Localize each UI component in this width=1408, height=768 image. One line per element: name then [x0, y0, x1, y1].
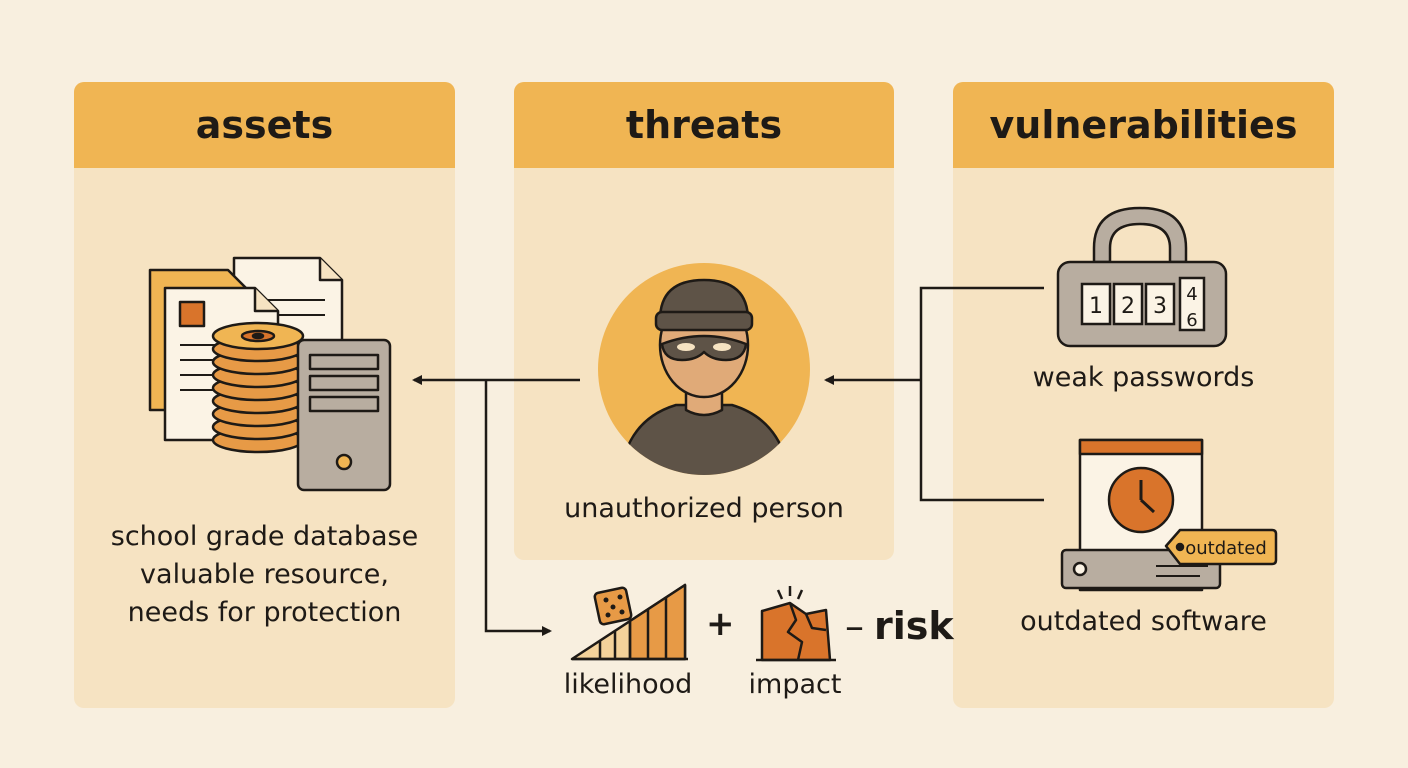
unauthorized-person-icon	[598, 263, 810, 475]
outdated-software-icon	[1060, 438, 1278, 592]
outdated-tag-label: outdated	[1185, 538, 1267, 559]
assets-panel: assets	[74, 82, 455, 708]
lock-digit-1: 1	[1089, 294, 1103, 319]
threats-header: threats	[514, 82, 894, 168]
risk-label: risk	[874, 604, 954, 648]
assets-description-line-1: school grade database	[110, 521, 419, 552]
equals-sign: –	[845, 604, 864, 648]
lock-digit-5: 6	[1186, 310, 1197, 331]
vulnerabilities-header: vulnerabilities	[953, 82, 1334, 168]
assets-description: school grade database valuable resource,…	[94, 518, 435, 632]
plus-sign: +	[706, 604, 735, 644]
assets-description-line-2: valuable resource,	[140, 559, 389, 590]
likelihood-label: likelihood	[563, 669, 693, 700]
threat-caption: unauthorized person	[564, 493, 844, 524]
impact-label: impact	[748, 669, 842, 700]
likelihood-icon	[570, 583, 688, 661]
connector-lines	[412, 286, 1044, 636]
assets-header: assets	[74, 82, 455, 168]
lock-digit-3: 3	[1153, 294, 1167, 319]
impact-icon	[756, 586, 836, 662]
padlock-icon	[1056, 206, 1228, 348]
lock-digit-2: 2	[1121, 294, 1135, 319]
assets-description-line-3: needs for protection	[127, 597, 402, 628]
threats-panel: threats	[514, 82, 894, 560]
vulnerabilities-panel: vulnerabilities	[953, 82, 1334, 708]
lock-digit-4: 4	[1186, 284, 1197, 305]
outdated-software-label: outdated software	[1020, 606, 1267, 637]
weak-passwords-label: weak passwords	[1032, 362, 1255, 393]
database-icon	[148, 256, 392, 492]
